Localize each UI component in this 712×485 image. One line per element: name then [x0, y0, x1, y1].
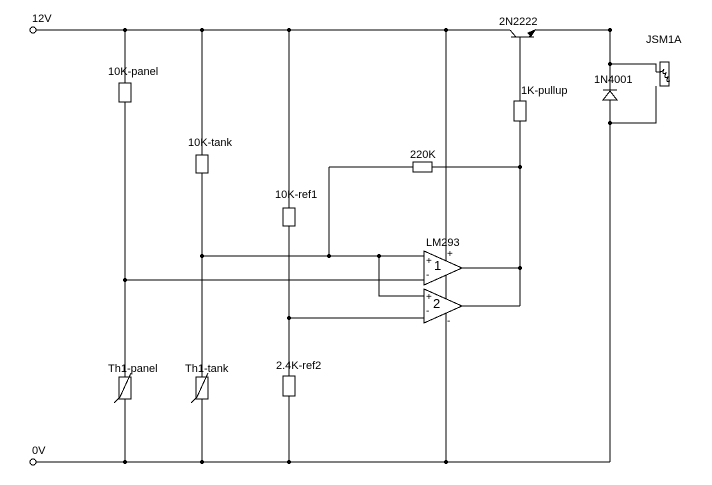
resistor-10k-panel-label: 10K-panel [108, 66, 159, 78]
comparator-unit-1 [418, 250, 520, 286]
relay-wires [609, 30, 657, 462]
relay-coil [655, 61, 671, 87]
supply-label: 12V [32, 13, 52, 25]
thermistor-tank-label: Th1-tank [185, 363, 229, 375]
resistor-2-4k-ref2 [282, 375, 296, 397]
feedback-wires [328, 166, 520, 256]
resistor-1k-pullup [513, 100, 527, 122]
comparator-unit-2 [423, 288, 520, 324]
reference-divider-wires [288, 30, 424, 462]
diode-1n4001 [601, 89, 619, 101]
thermistor-panel-label: Th1-panel [108, 363, 158, 375]
resistor-1k-pullup-label: 1K-pullup [521, 85, 568, 97]
transistor-label: 2N2222 [499, 16, 538, 28]
comparator-1-minus-pin: - [426, 270, 430, 281]
comparator-label: LM293 [426, 237, 460, 249]
resistor-220k-label: 220K [410, 149, 436, 161]
thermistor-tank [190, 372, 209, 404]
ground-label: 0V [32, 445, 46, 457]
thermistor-panel [113, 372, 132, 404]
cross-wire [378, 256, 424, 297]
resistor-10k-tank [195, 154, 209, 174]
resistor-2-4k-ref2-label: 2.4K-ref2 [276, 360, 322, 372]
tank-divider-wires [201, 30, 418, 462]
comparator-2-in-minus-pin: - [426, 306, 430, 317]
comparator-unit-2-number: 2 [433, 296, 441, 311]
panel-divider-wires [124, 30, 424, 462]
resistor-10k-ref1-label: 10K-ref1 [275, 189, 318, 201]
comparator-2-plus-pin: + [426, 292, 432, 303]
resistor-10k-panel [118, 82, 132, 103]
junction-dots [123, 28, 612, 464]
ground-terminal [29, 458, 37, 466]
resistor-10k-ref1 [282, 207, 296, 227]
comparator-1-in-plus-pin: + [426, 256, 432, 267]
comparator-2-minus-pin: - [447, 316, 451, 327]
resistor-220k [412, 161, 433, 173]
relay-label: JSM1A [646, 34, 682, 46]
comparator-unit-1-number: 1 [434, 258, 442, 273]
comparator-1-plus-pin: + [447, 249, 453, 260]
resistor-10k-tank-label: 10K-tank [188, 137, 233, 149]
supply-terminal [29, 26, 37, 34]
transistor-2n2222 [509, 28, 537, 46]
diode-label: 1N4001 [594, 74, 633, 86]
